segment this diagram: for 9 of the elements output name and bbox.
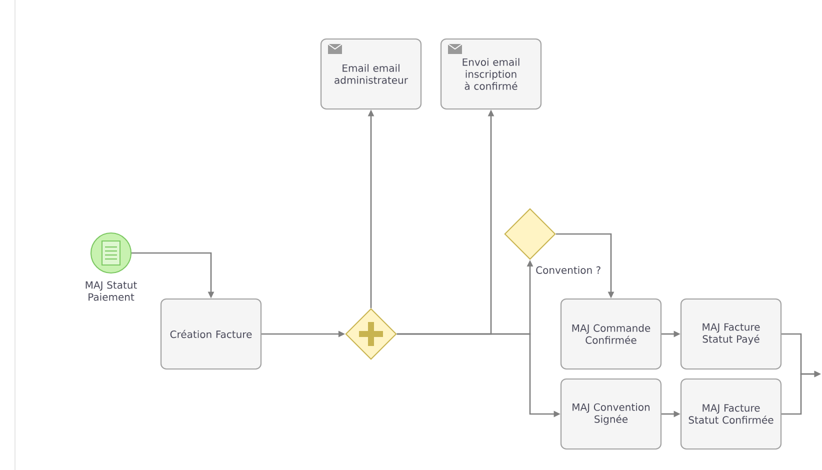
task-box: MAJ Convention Signée	[560, 378, 662, 450]
task-box: MAJ Facture Statut Payé	[680, 298, 782, 370]
task-box: MAJ Facture Statut Confirmée	[680, 378, 782, 450]
task-box: MAJ Commande Confirmée	[560, 298, 662, 370]
task-box: Envoi email inscription à confirmé	[440, 38, 542, 110]
task-box: Création Facture	[160, 298, 262, 370]
gateway-label: Convention ?	[534, 264, 602, 276]
task-box: Email email administrateur	[320, 38, 422, 110]
event-label: MAJ Statut Paiement	[86, 281, 137, 301]
